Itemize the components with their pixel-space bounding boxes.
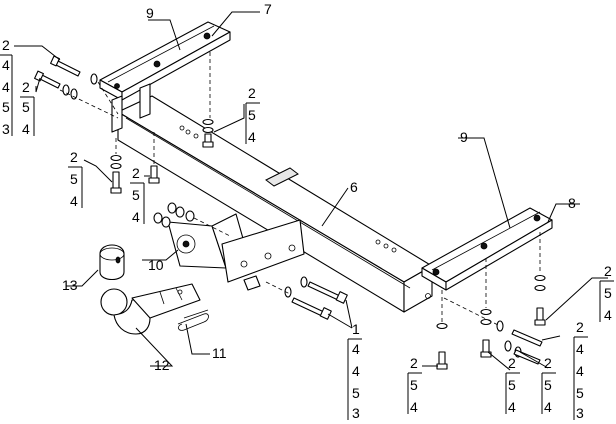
callout-5-j: 5 <box>576 385 584 401</box>
callout-5-c: 5 <box>70 171 78 187</box>
tow-ball-cap <box>99 244 125 281</box>
fastener-beam-nuts <box>179 125 397 253</box>
callout-6: 6 <box>350 179 358 195</box>
callout-2-g: 2 <box>508 355 516 371</box>
callout-9-b: 9 <box>460 129 468 145</box>
callout-5-i: 5 <box>544 377 552 393</box>
callout-4-m: 4 <box>576 363 584 379</box>
callout-2-e: 2 <box>248 85 256 101</box>
tow-ball-hitch <box>100 283 201 335</box>
callout-4-i: 4 <box>410 399 418 415</box>
callout-2-c: 2 <box>70 149 78 165</box>
fastener-plate-bolts <box>284 276 348 320</box>
callout-12: 12 <box>154 357 170 373</box>
callout-1: 1 <box>352 321 360 337</box>
fastener-left-bolt-2 <box>34 70 78 100</box>
leader-lines <box>14 11 608 371</box>
callout-4-k: 4 <box>544 399 552 415</box>
callout-11: 11 <box>212 345 227 361</box>
callout-2-i: 2 <box>576 319 584 335</box>
callout-8: 8 <box>568 195 576 211</box>
callout-4-f: 4 <box>248 129 256 145</box>
right-mounting-bracket <box>421 207 553 291</box>
callout-5-b: 5 <box>22 99 30 115</box>
fastener-vertical-bolt-center <box>148 165 160 184</box>
callout-4-e: 4 <box>132 209 140 225</box>
callout-3-a: 3 <box>2 121 10 137</box>
callout-2-h: 2 <box>544 355 552 371</box>
fastener-top-bolt <box>202 118 214 148</box>
fastener-vertical-bolt-left <box>110 154 122 194</box>
callout-4-l: 4 <box>576 341 584 357</box>
callout-4-c: 4 <box>22 121 30 137</box>
callout-2-b: 2 <box>22 79 30 95</box>
hitch-clip <box>177 309 209 331</box>
callout-4-d: 4 <box>70 193 78 209</box>
callout-4-g: 4 <box>352 341 360 357</box>
callout-5-h: 5 <box>508 377 516 393</box>
callout-5-e: 5 <box>248 107 256 123</box>
callout-4-n: 4 <box>604 307 612 323</box>
fastener-left-bolt-1 <box>50 55 98 85</box>
callout-5-d: 5 <box>132 187 140 203</box>
callout-2-f: 2 <box>410 355 418 371</box>
callout-5-a: 5 <box>2 99 10 115</box>
fastener-plate-nuts <box>153 202 195 228</box>
tow-ball-mounting-plate <box>167 213 305 291</box>
callout-2-d: 2 <box>132 165 140 181</box>
callout-3-c: 3 <box>576 405 584 421</box>
callout-4-h: 4 <box>352 363 360 379</box>
left-mounting-bracket <box>99 21 231 133</box>
callout-2-j: 2 <box>604 263 612 279</box>
callout-2-a: 2 <box>2 37 10 53</box>
callout-5-f: 5 <box>352 385 360 401</box>
callout-10: 10 <box>148 257 164 273</box>
callout-4-j: 4 <box>508 399 516 415</box>
callout-5-k: 5 <box>604 285 612 301</box>
callout-9-a: 9 <box>146 5 154 21</box>
crossbar-beam <box>117 95 433 313</box>
assembly-lines <box>59 52 541 327</box>
callout-3-b: 3 <box>352 405 360 421</box>
callout-7: 7 <box>264 1 272 17</box>
callout-5-g: 5 <box>410 377 418 393</box>
callout-4-b: 4 <box>2 79 10 95</box>
callout-4-a: 4 <box>2 57 10 73</box>
callout-13: 13 <box>62 277 78 293</box>
